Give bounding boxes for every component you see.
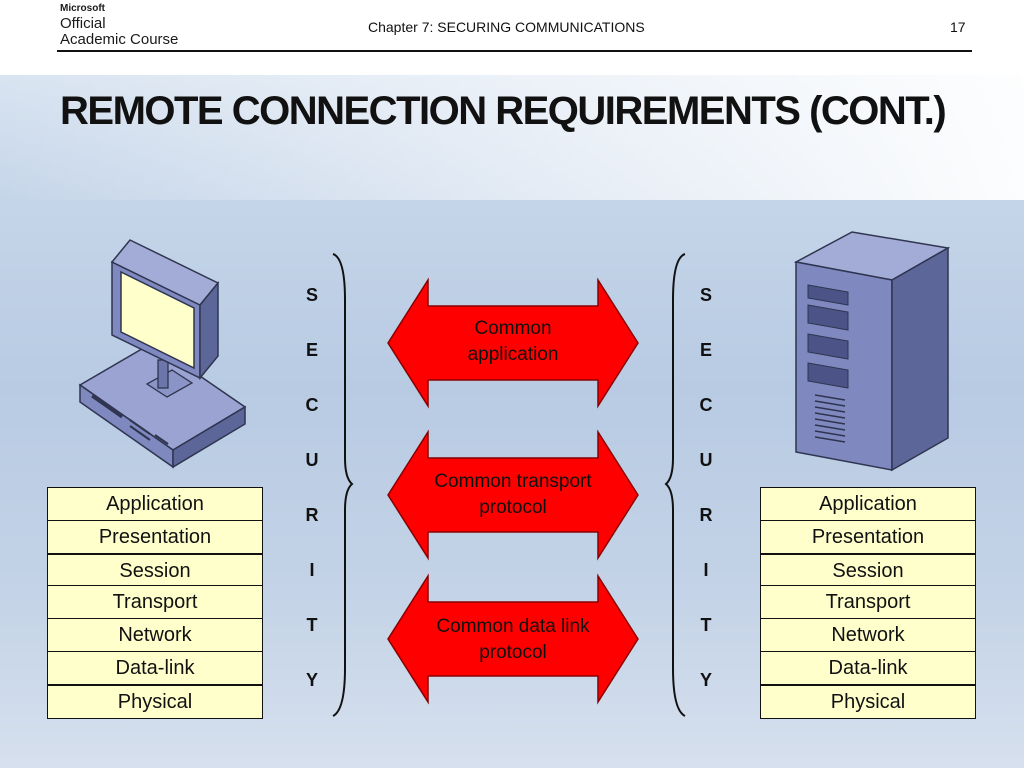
logo-microsoft: Microsoft — [60, 3, 105, 14]
right-security-letter: C — [699, 395, 713, 415]
left-security-letter: R — [305, 505, 319, 525]
right-security-letter: E — [699, 340, 712, 360]
header-rule — [57, 50, 972, 52]
right-security-letter: R — [699, 505, 713, 525]
right-layer-presentation: Presentation — [760, 520, 976, 554]
arrow-label-data-link: Common data link protocol — [436, 616, 590, 663]
left-security-letter: U — [305, 450, 319, 470]
page-number: 17 — [950, 19, 966, 35]
left-security-letter: I — [309, 560, 315, 580]
left-layer-physical: Physical — [47, 685, 263, 719]
slide-title: REMOTE CONNECTION REQUIREMENTS (CONT.) — [60, 89, 947, 133]
right-security-letter: U — [699, 450, 713, 470]
left-layer-presentation: Presentation — [47, 520, 263, 554]
left-layer-data-link: Data-link — [47, 651, 263, 685]
slide-header: Microsoft Official Academic Course Chapt… — [0, 0, 1024, 54]
right-layer-physical: Physical — [760, 685, 976, 719]
chapter-title: Chapter 7: SECURING COMMUNICATIONS — [368, 19, 645, 35]
left-security-brace — [332, 253, 354, 717]
arrow-label-application: Common application — [467, 318, 559, 365]
left-security-letter: S — [305, 285, 318, 305]
right-security-letter: Y — [699, 670, 712, 690]
left-security-letter: E — [305, 340, 318, 360]
left-layer-application: Application — [47, 487, 263, 521]
left-security-letter: T — [306, 615, 318, 635]
right-security-letter: I — [703, 560, 709, 580]
right-layer-session: Session — [760, 554, 976, 588]
background-fade — [0, 75, 1024, 200]
right-security-letter: S — [699, 285, 712, 305]
arrow-label-transport: Common transport protocol — [434, 471, 592, 518]
right-security-letter: T — [700, 615, 712, 635]
left-security-letter: C — [305, 395, 319, 415]
double-arrow-transport — [387, 429, 639, 561]
right-security-brace — [664, 253, 686, 717]
logo-line1: Official — [60, 15, 106, 32]
left-security-letter: Y — [305, 670, 318, 690]
double-arrow-data-link — [387, 573, 639, 705]
double-arrow-application — [387, 277, 639, 409]
course-logo: Microsoft Official Academic Course — [60, 3, 179, 48]
logo-line2: Academic Course — [60, 31, 179, 48]
left-layer-transport: Transport — [47, 585, 263, 619]
right-layer-data-link: Data-link — [760, 651, 976, 685]
